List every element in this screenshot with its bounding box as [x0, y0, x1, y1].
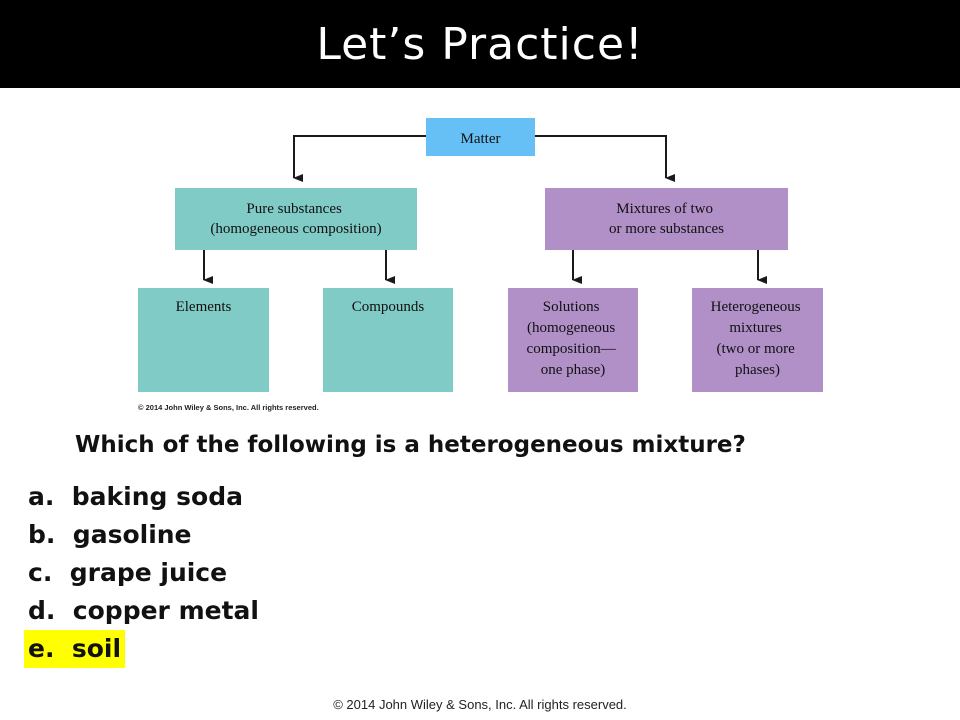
question-text: Which of the following is a heterogeneou…: [75, 432, 746, 458]
node-pure-substances: Pure substances (homogeneous composition…: [175, 188, 417, 250]
node-compounds-label: Compounds: [352, 299, 425, 315]
diagram-credit: © 2014 John Wiley & Sons, Inc. All right…: [138, 403, 319, 412]
node-elements-box: [138, 288, 269, 392]
answer-option-d[interactable]: d. copper metal: [28, 596, 259, 625]
node-solutions: Solutions (homogeneous composition— one …: [508, 288, 638, 392]
node-pure-substances-label: Pure substances (homogeneous composition…: [210, 201, 381, 237]
node-solutions-box: [508, 288, 638, 392]
answer-option-e[interactable]: e. soil: [24, 630, 126, 668]
node-compounds: Compounds: [323, 288, 453, 392]
node-pure-substances-box: [175, 188, 417, 250]
node-elements-label: Elements: [176, 299, 232, 315]
node-matter-box: [426, 118, 535, 156]
node-mixtures-box: [545, 188, 788, 250]
answer-option-a[interactable]: a. baking soda: [28, 482, 243, 511]
connector-matter-pure: [293, 135, 426, 182]
node-heterogeneous-mixtures-label: Heterogeneous mixtures (two or more phas…: [711, 299, 805, 378]
node-mixtures: Mixtures of two or more substances: [545, 188, 788, 250]
answer-option-b[interactable]: b. gasoline: [28, 520, 192, 549]
node-matter: Matter: [426, 118, 535, 156]
answer-option-c[interactable]: c. grape juice: [28, 558, 228, 587]
slide-footer: © 2014 John Wiley & Sons, Inc. All right…: [333, 697, 627, 712]
node-solutions-label: Solutions (homogeneous composition— one …: [527, 299, 620, 378]
node-heterogeneous-mixtures-box: [692, 288, 823, 392]
node-mixtures-label: Mixtures of two or more substances: [609, 201, 724, 237]
node-elements: Elements: [138, 288, 269, 392]
connector-lines: [203, 135, 767, 284]
slide-title: Let’s Practice!: [316, 18, 644, 70]
node-matter-label: Matter: [461, 131, 501, 147]
matter-classification-diagram: Matter Pure substances (homogeneous comp…: [138, 118, 823, 392]
node-heterogeneous-mixtures: Heterogeneous mixtures (two or more phas…: [692, 288, 823, 392]
title-bar: Let’s Practice!: [0, 0, 960, 88]
node-compounds-box: [323, 288, 453, 392]
answer-list: a. baking soda b. gasoline c. grape juic…: [24, 478, 263, 668]
connector-matter-mixtures: [535, 135, 675, 182]
